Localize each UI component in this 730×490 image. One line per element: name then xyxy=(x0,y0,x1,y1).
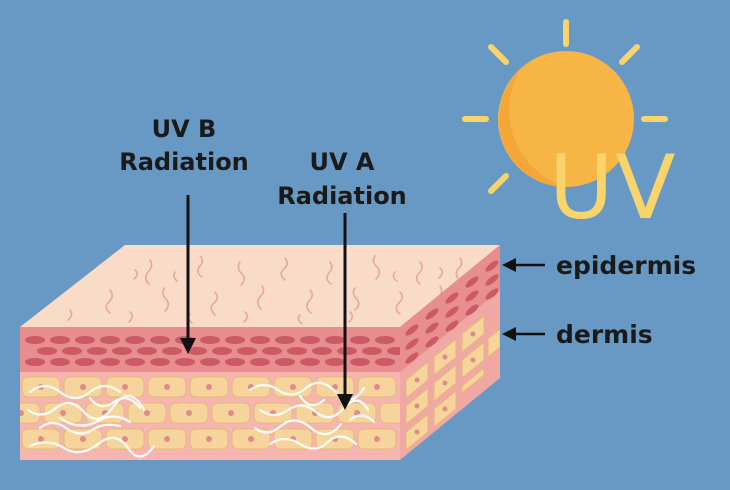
epidermis-label: epidermis xyxy=(556,251,696,280)
uva-arrow xyxy=(337,213,353,410)
dermis-front xyxy=(20,372,400,460)
epidermis-front xyxy=(20,327,400,373)
epidermis-pointer: epidermis xyxy=(502,251,696,280)
dermis-pointer: dermis xyxy=(502,320,653,349)
uvb-label-line2: Radiation xyxy=(119,148,249,176)
uvb-arrow xyxy=(180,195,196,354)
sun-icon: UV xyxy=(462,19,678,239)
dermis-label: dermis xyxy=(556,320,653,349)
uva-label-line1: UV A xyxy=(310,148,375,176)
uva-label: UV A Radiation xyxy=(277,148,407,210)
skin-top-surface xyxy=(20,245,500,327)
uva-label-line2: Radiation xyxy=(277,182,407,210)
uvb-label-line1: UV B xyxy=(152,115,217,143)
uvb-label: UV B Radiation xyxy=(119,115,249,176)
uv-sun-label: UV xyxy=(549,136,678,239)
skin-side-face xyxy=(400,245,500,460)
